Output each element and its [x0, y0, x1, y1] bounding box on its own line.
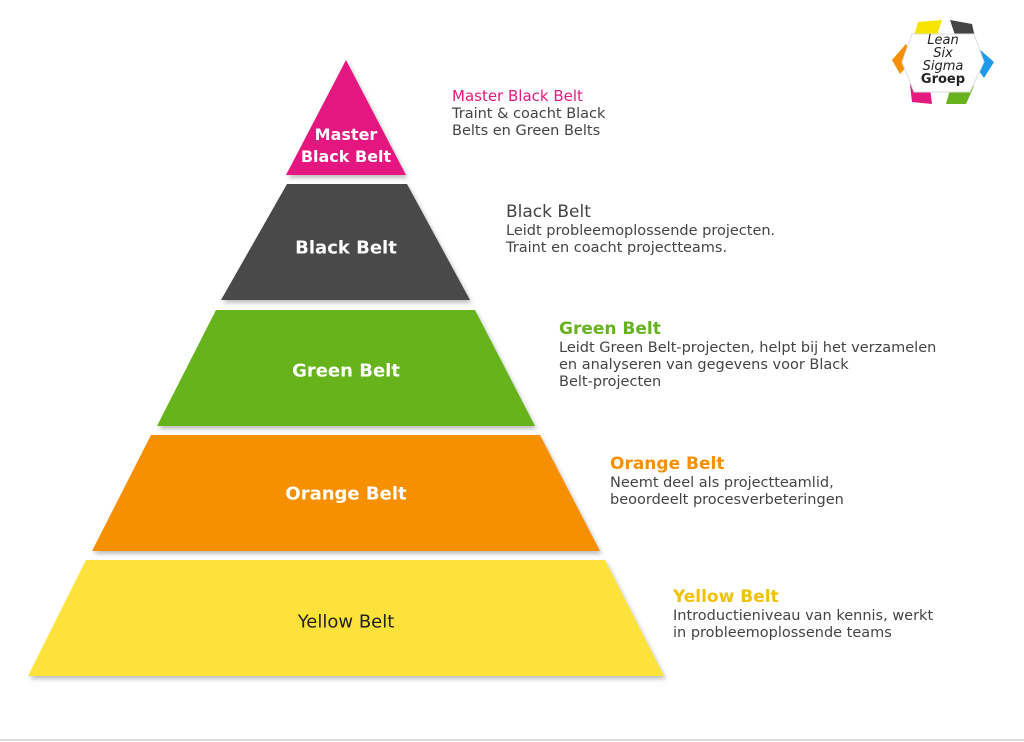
tier-yellow-belt: [28, 560, 664, 676]
tier-master-black-belt: [286, 60, 406, 175]
desc-line: beoordeelt procesverbeteringen: [610, 492, 844, 508]
tier-black-belt: [221, 184, 470, 300]
desc-title: Green Belt: [559, 319, 661, 339]
desc-black: Black Belt Leidt probleemoplossende proj…: [506, 201, 775, 257]
tier-green-belt: [157, 310, 535, 426]
desc-line: Neemt deel als projectteamlid,: [610, 475, 834, 491]
logo-line: Lean: [927, 33, 959, 48]
desc-line: Belts en Green Belts: [452, 123, 601, 139]
desc-green: Green Belt Leidt Green Belt-projecten, h…: [559, 318, 936, 391]
tier-orange-belt: [92, 435, 600, 551]
desc-line: Traint & coacht Black: [452, 106, 606, 122]
desc-title: Yellow Belt: [673, 587, 779, 607]
tier-label-yellow: Yellow Belt: [297, 611, 395, 633]
desc-line: Belt-projecten: [559, 374, 662, 390]
logo-line: Six: [933, 46, 953, 61]
desc-yellow: Yellow Belt Introductieniveau van kennis…: [673, 586, 933, 642]
tier-label-black: Black Belt: [295, 237, 397, 259]
desc-master: Master Black Belt Traint & coacht Black …: [452, 86, 605, 140]
logo-text: Lean Six Sigma Groep: [890, 34, 996, 86]
lean-six-sigma-groep-logo: Lean Six Sigma Groep: [890, 16, 996, 108]
bottom-divider: [0, 739, 1024, 741]
desc-line: Leidt Green Belt-projecten, helpt bij he…: [559, 340, 937, 356]
desc-title: Orange Belt: [610, 454, 725, 474]
label-line: Master: [314, 125, 378, 144]
logo-line: Sigma: [922, 59, 964, 74]
desc-line: Leidt probleemoplossende projecten.: [506, 223, 776, 239]
desc-title: Black Belt: [506, 202, 591, 222]
tier-label-orange: Orange Belt: [285, 483, 407, 505]
desc-line: Introductieniveau van kennis, werkt: [673, 608, 934, 624]
desc-title: Master Black Belt: [452, 87, 583, 105]
logo-flower-icon: [892, 20, 994, 104]
desc-line: en analyseren van gegevens voor Black: [559, 357, 849, 373]
logo-line: Groep: [920, 72, 966, 87]
label-line: Black Belt: [300, 147, 392, 166]
desc-line: Traint en coacht projectteams.: [506, 240, 728, 256]
desc-line: in probleemoplossende teams: [673, 625, 892, 641]
tier-label-green: Green Belt: [292, 360, 400, 382]
desc-orange: Orange Belt Neemt deel als projectteamli…: [610, 453, 844, 509]
